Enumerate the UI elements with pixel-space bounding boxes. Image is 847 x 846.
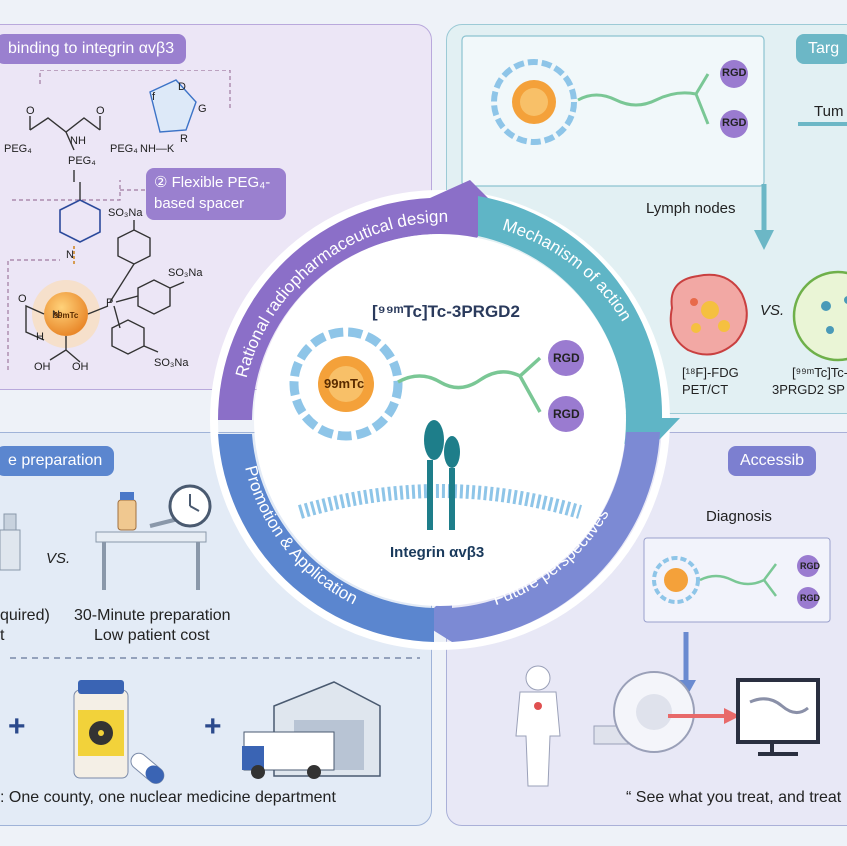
so3na-label: SO₃Na	[108, 207, 143, 219]
left-option-line-1: quired)	[0, 607, 50, 624]
patient-cost-line: Low patient cost	[94, 627, 210, 644]
rgd-badge-top-2: RGD	[722, 117, 747, 129]
oh-label: OH	[34, 361, 51, 373]
tag-accessib-text: Accessib	[740, 452, 805, 469]
tag-accessib: Accessib	[728, 446, 817, 476]
spect-lymph-node-icon	[792, 270, 847, 362]
n-label: N	[52, 309, 60, 321]
o-label: O	[26, 105, 35, 117]
clock-icon	[168, 484, 212, 528]
so3na-label: SO₃Na	[154, 357, 189, 369]
integrin-label: Integrin αvβ3	[390, 544, 485, 561]
patient-figure-icon	[515, 665, 561, 787]
oh-label: OH	[72, 361, 89, 373]
tc-core-top-right	[491, 59, 577, 145]
plus-sign-2: +	[204, 710, 222, 743]
nh-label: NH	[70, 135, 86, 147]
ring-letter-g: G	[198, 103, 207, 115]
tag-preparation: e preparation	[0, 446, 115, 476]
chemical-structure: PEG₄ PEG₄ PEG₄ NH NH—K f D G R O O O N N…	[4, 70, 231, 373]
peg-label: PEG₄	[110, 143, 138, 155]
bottom-right-graphics	[515, 537, 831, 787]
fdg-line-2: PET/CT	[682, 382, 729, 397]
spacer-callout: ② Flexible PEG₄- based spacer	[146, 168, 286, 220]
bottom-left-graphics	[0, 484, 420, 784]
vs-label-bottom: VS.	[46, 550, 71, 567]
ring-letter-f: f	[152, 91, 156, 103]
vs-label: VS.	[760, 302, 785, 319]
spacer-line-2: based spacer	[154, 195, 245, 212]
ring-letter-r: R	[180, 133, 188, 145]
tag-targ-text: Targ	[808, 40, 840, 57]
spacer-line-1: ② Flexible PEG₄-	[154, 174, 271, 191]
rgd-badge-top-1: RGD	[722, 67, 747, 79]
prep-time-line: 30-Minute preparation	[74, 607, 231, 624]
fdg-line-1: [¹⁸F]-FDG	[682, 365, 739, 380]
rgd-badge-br-2: RGD	[800, 593, 820, 603]
tc-core-label: 99mTc	[324, 376, 365, 391]
o-label: O	[96, 105, 105, 117]
tag-preparation-text: e preparation	[8, 452, 103, 469]
ring-letter-d: D	[178, 81, 186, 93]
capsule-icon	[130, 752, 165, 784]
monitor-icon	[736, 678, 820, 756]
rgd-badge-br-1: RGD	[800, 561, 820, 571]
truck-warehouse-icon	[242, 681, 381, 779]
fdg-lymph-node-icon	[669, 273, 748, 356]
tag-binding: binding to integrin αvβ3	[0, 34, 187, 64]
h-label: H	[36, 331, 44, 343]
radioactive-drug-bottle-icon	[73, 680, 129, 779]
nh-k-label: NH—K	[140, 143, 175, 155]
tc-core-center	[289, 327, 403, 441]
scanner-icon	[593, 671, 695, 753]
left-option-line-2: t	[0, 627, 5, 644]
p-label: P	[106, 297, 113, 309]
tc-atom-label: 99mTc	[54, 311, 79, 320]
tc-spect-line-1: [⁹⁹ᵐTc]Tc-	[792, 365, 847, 380]
tag-binding-text: binding to integrin αvβ3	[8, 40, 175, 57]
n-label: N	[66, 249, 74, 261]
compound-name: [⁹⁹ᵐTc]Tc-3PRGD2	[372, 302, 520, 321]
tag-targ: Targ	[796, 34, 847, 64]
so3na-label: SO₃Na	[168, 267, 203, 279]
quote-text: “ See what you treat, and treat	[626, 789, 842, 806]
o-label: O	[18, 293, 27, 305]
peg-label: PEG₄	[68, 155, 96, 167]
tumor-label: Tum	[814, 103, 844, 120]
tc-spect-line-2: 3PRGD2 SP	[772, 382, 845, 397]
top-right-graphics	[461, 35, 847, 362]
diagnosis-label: Diagnosis	[706, 508, 772, 525]
rgd-badge-center-1: RGD	[553, 351, 580, 365]
integrin-receptor-icon	[424, 420, 460, 530]
peg-label: PEG₄	[4, 143, 32, 155]
slogan-text: : One county, one nuclear medicine depar…	[0, 789, 336, 806]
lymph-nodes-label: Lymph nodes	[646, 200, 736, 217]
rgd-badge-center-2: RGD	[553, 407, 580, 421]
plus-sign-1: +	[8, 710, 26, 743]
